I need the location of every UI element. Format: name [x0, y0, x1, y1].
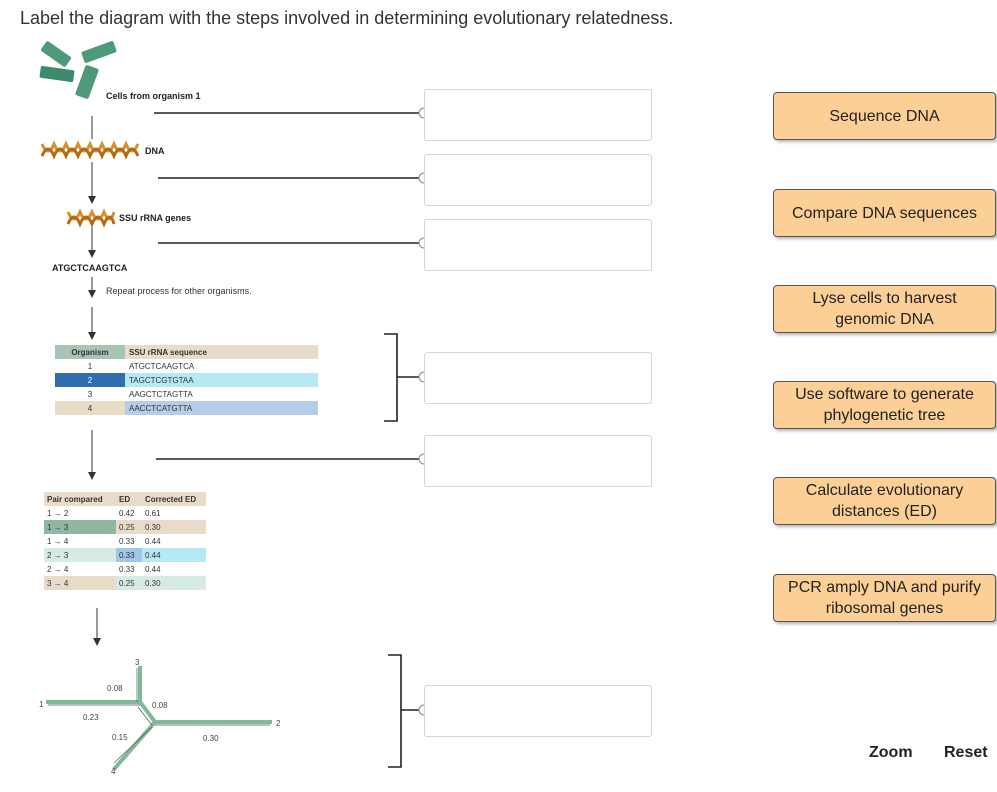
organism-cell: 1	[87, 361, 93, 371]
table-row: 3 AAGCTCTAGTTA	[55, 387, 318, 401]
table-row: 1 → 3 0.25 0.30	[44, 520, 206, 534]
tree-branch-length: 0.08	[107, 684, 123, 693]
table-row: 1 → 4 0.33 0.44	[44, 534, 206, 548]
answer-card-lyse-cells[interactable]: Lyse cells to harvest genomic DNA	[773, 285, 996, 333]
corrected-cell: 0.44	[142, 548, 206, 562]
sequence-cell: AACCTCATGTTA	[125, 401, 318, 415]
seq-header-sequence: SSU rRNA sequence	[125, 345, 318, 359]
ed-cell: 0.42	[119, 508, 135, 518]
corrected-cell: 0.44	[145, 536, 161, 546]
organism-cell: 4	[55, 401, 125, 415]
pair-cell: 1 → 2	[47, 508, 69, 518]
tree-leaf-2: 2	[276, 719, 281, 728]
label-drop-zone[interactable]	[424, 435, 652, 487]
pair-cell: 3 → 4	[44, 576, 116, 590]
pair-cell: 2 → 4	[47, 564, 69, 574]
tree-branch-length: 0.30	[203, 734, 219, 743]
ed-cell: 0.25	[116, 520, 142, 534]
label-drop-zone[interactable]	[424, 685, 652, 737]
ed-cell: 0.33	[116, 548, 142, 562]
dist-header-ed: ED	[116, 492, 142, 506]
organism-cell: 3	[87, 389, 93, 399]
distance-table: Pair compared ED Corrected ED 1 → 2 0.42…	[44, 492, 206, 590]
table-row: 1 → 2 0.42 0.61	[44, 506, 206, 520]
reset-button[interactable]: Reset	[944, 744, 988, 761]
label-drop-zone[interactable]	[424, 154, 652, 206]
corrected-cell: 0.61	[145, 508, 161, 518]
pair-cell: 2 → 3	[44, 548, 116, 562]
dna-helix-illustration	[40, 140, 140, 160]
phylogenetic-tree: 1 2 3 4 0.08 0.08 0.23 0.15 0.30	[39, 658, 281, 776]
ed-cell: 0.33	[119, 564, 135, 574]
pair-cell: 1 → 3	[44, 520, 116, 534]
table-row: 2 → 3 0.33 0.44	[44, 548, 206, 562]
label-drop-zone[interactable]	[424, 89, 652, 141]
label-drop-zone[interactable]	[424, 352, 652, 404]
ssu-gene-illustration	[66, 208, 116, 228]
organism-cell: 2	[55, 373, 125, 387]
tree-branch-length: 0.23	[83, 713, 99, 722]
table-row: 2 TAGCTCGTGTAA	[55, 373, 318, 387]
tree-branch-length: 0.08	[152, 701, 168, 710]
answer-card-calculate-distances[interactable]: Calculate evolutionary distances (ED)	[773, 477, 996, 525]
sequence-cell: AAGCTCTAGTTA	[129, 389, 193, 399]
answer-card-generate-tree[interactable]: Use software to generate phylogenetic tr…	[773, 381, 996, 429]
corrected-cell: 0.44	[145, 564, 161, 574]
sequence-table: Organism SSU rRNA sequence 1 ATGCTCAAGTC…	[55, 345, 318, 415]
answer-card-pcr-amplify[interactable]: PCR amply DNA and purify ribosomal genes	[773, 574, 996, 622]
sequence-text: ATGCTCAAGTCA	[52, 263, 128, 273]
repeat-note: Repeat process for other organisms.	[106, 286, 252, 296]
instruction-text: Label the diagram with the steps involve…	[20, 8, 674, 28]
ed-cell: 0.33	[119, 536, 135, 546]
ed-cell: 0.25	[116, 576, 142, 590]
answer-card-sequence-dna[interactable]: Sequence DNA	[773, 92, 996, 140]
pair-cell: 1 → 4	[47, 536, 69, 546]
table-row: 4 AACCTCATGTTA	[55, 401, 318, 415]
tree-leaf-4: 4	[111, 767, 116, 776]
tree-leaf-1: 1	[39, 700, 44, 709]
zoom-button[interactable]: Zoom	[869, 744, 913, 761]
cells-label: Cells from organism 1	[106, 91, 201, 101]
sequence-cell: TAGCTCGTGTAA	[125, 373, 318, 387]
seq-header-organism: Organism	[55, 345, 125, 359]
tree-branch-length: 0.15	[112, 733, 128, 742]
corrected-cell: 0.30	[142, 576, 206, 590]
table-row: 3 → 4 0.25 0.30	[44, 576, 206, 590]
ssu-genes-label: SSU rRNA genes	[119, 213, 192, 223]
cells-illustration	[39, 41, 117, 99]
flow-arrows	[88, 116, 101, 646]
table-row: 1 ATGCTCAAGTCA	[55, 359, 318, 373]
dist-header-corrected: Corrected ED	[142, 492, 206, 506]
dist-header-pair: Pair compared	[44, 492, 116, 506]
label-drop-zone[interactable]	[424, 219, 652, 271]
dna-label: DNA	[145, 146, 165, 156]
table-row: 2 → 4 0.33 0.44	[44, 562, 206, 576]
answer-card-compare-sequences[interactable]: Compare DNA sequences	[773, 189, 996, 237]
tree-leaf-3: 3	[135, 658, 140, 667]
corrected-cell: 0.30	[142, 520, 206, 534]
sequence-cell: ATGCTCAAGTCA	[129, 361, 195, 371]
